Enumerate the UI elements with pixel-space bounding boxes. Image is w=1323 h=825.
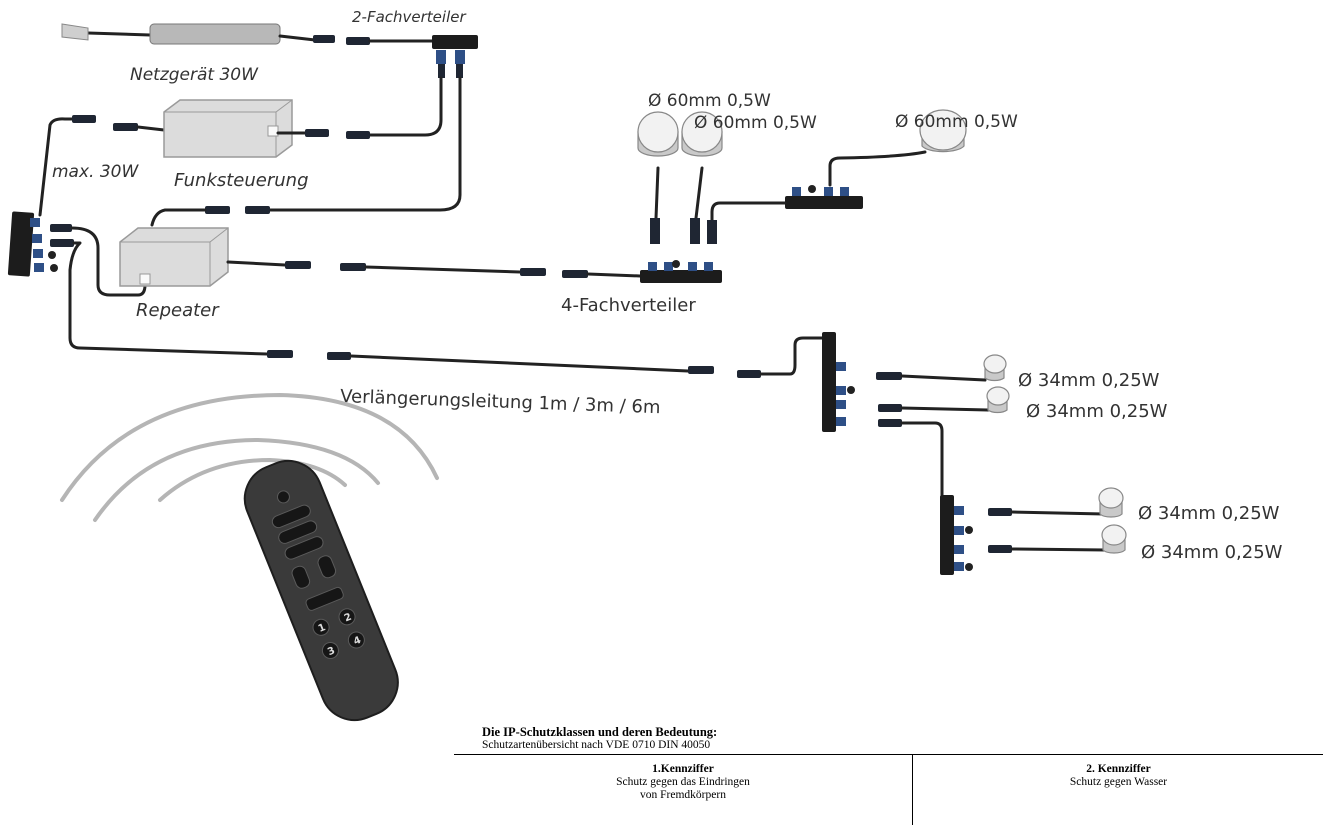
lamp-34mm-c xyxy=(1098,487,1124,518)
radio-control-box xyxy=(38,99,329,217)
ip-col1-heading: 1.Kennziffer xyxy=(652,763,714,775)
label-lamp34-b: Ø 34mm 0,25W xyxy=(1026,401,1168,422)
ip-protection-section: Die IP-Schutzklassen und deren Bedeutung… xyxy=(454,725,1323,825)
ip-col1-line1: Schutz gegen das Eindringen xyxy=(616,776,750,788)
lamp-34mm-d xyxy=(1101,524,1127,554)
lamp-60mm-b xyxy=(681,111,723,244)
remote-button-4: 4 xyxy=(352,635,363,648)
label-lamp60-c: Ø 60mm 0,5W xyxy=(895,112,1018,132)
ip-column-second-digit: 2. Kennziffer Schutz gegen Wasser xyxy=(914,755,1323,825)
ip-col1-line2: von Fremdkörpern xyxy=(640,789,726,801)
distributor-left xyxy=(7,211,74,277)
label-netzgeraet: Netzgerät 30W xyxy=(130,65,259,85)
distributor-vertical-low xyxy=(940,495,973,575)
label-lamp60-a: Ø 60mm 0,5W xyxy=(648,91,771,111)
label-2fachverteiler: 2-Fachverteiler xyxy=(352,8,466,26)
label-lamp34-c: Ø 34mm 0,25W xyxy=(1138,503,1280,524)
lamp-60mm-a xyxy=(637,111,679,244)
ip-title: Die IP-Schutzklassen und deren Bedeutung… xyxy=(482,725,718,739)
distributor-2way xyxy=(346,35,478,78)
remote-button-2: 2 xyxy=(343,612,354,625)
ip-subtitle: Schutzartenübersicht nach VDE 0710 DIN 4… xyxy=(482,739,711,751)
lamp-34mm-b xyxy=(986,386,1010,414)
label-lamp34-a: Ø 34mm 0,25W xyxy=(1018,370,1160,391)
remote-button-1: 1 xyxy=(317,622,328,635)
distributor-4way-upper xyxy=(707,185,863,244)
ip-table: 1.Kennziffer Schutz gegen das Eindringen… xyxy=(454,754,1323,825)
wiring-diagram: Netzgerät 30W 2-Fachverteiler Funksteuer… xyxy=(7,8,1283,722)
distributor-vertical-mid xyxy=(822,332,855,432)
distributor-4way-main xyxy=(640,260,722,283)
ip-col2-heading: 2. Kennziffer xyxy=(1086,763,1151,775)
label-lamp34-d: Ø 34mm 0,25W xyxy=(1141,542,1283,563)
ip-col2-line1: Schutz gegen Wasser xyxy=(1069,776,1168,788)
label-funksteuerung: Funksteuerung xyxy=(174,170,309,191)
label-4fachverteiler: 4-Fachverteiler xyxy=(561,295,696,316)
label-repeater: Repeater xyxy=(136,300,220,321)
lamp-60mm-c xyxy=(828,109,967,187)
remote-control: 1 2 3 4 xyxy=(243,460,399,722)
signal-waves-icon xyxy=(60,392,439,522)
label-lamp60-b: Ø 60mm 0,5W xyxy=(694,113,817,133)
plug-icon xyxy=(61,23,89,41)
remote-button-3: 3 xyxy=(326,645,337,658)
ip-column-first-digit: 1.Kennziffer Schutz gegen das Eindringen… xyxy=(454,755,913,825)
label-max-30w: max. 30W xyxy=(52,162,139,182)
lamp-34mm-a xyxy=(983,354,1007,382)
power-supply xyxy=(61,23,335,45)
repeater-box xyxy=(119,227,311,287)
label-verlaengerung: Verlängerungsleitung 1m / 3m / 6m xyxy=(340,386,661,418)
